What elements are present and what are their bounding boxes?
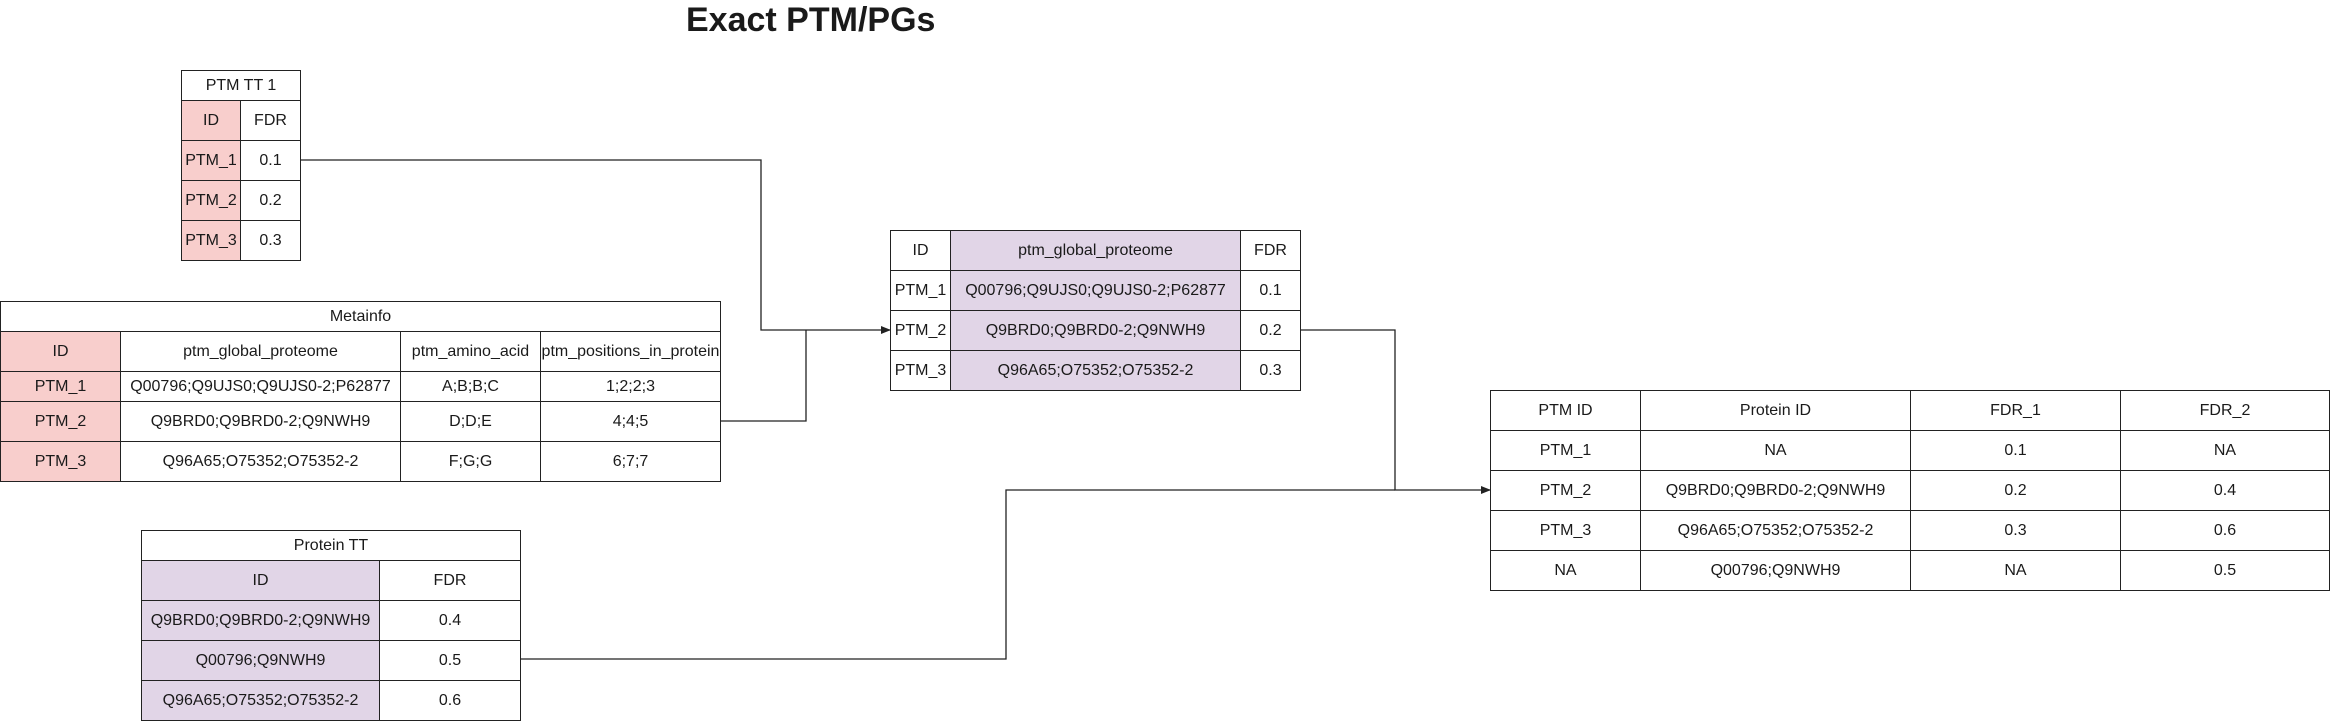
connector-metainfo-to-merged [720,330,807,422]
column-header: PTM ID [1490,390,1641,431]
table-cell: Q96A65;O75352;O75352-2 [1640,510,1911,551]
table-cell: PTM_1 [0,371,121,402]
table-row: PTM_1 Q00796;Q9UJS0;Q9UJS0-2;P62877 A;B;… [0,371,721,402]
table-cell: PTM_3 [0,441,121,482]
table-cell: 0.1 [240,140,301,181]
column-header: FDR [1240,230,1301,271]
table-cell: F;G;G [400,441,541,482]
table-cell: 0.5 [379,640,521,681]
column-header: FDR [379,560,521,601]
table-caption: Protein TT [141,530,521,561]
table-cell: NA [2120,430,2330,471]
result-table: PTM ID Protein ID FDR_1 FDR_2 PTM_1 NA 0… [1490,390,2330,591]
table-cell: 0.3 [1910,510,2121,551]
table-row: PTM_2 Q9BRD0;Q9BRD0-2;Q9NWH9 0.2 0.4 [1490,470,2330,511]
table-cell: 6;7;7 [540,441,721,482]
table-cell: NA [1490,550,1641,591]
table-caption: Metainfo [0,301,721,332]
table-cell: 1;2;2;3 [540,371,721,402]
table-cell: Q96A65;O75352;O75352-2 [950,350,1241,391]
table-cell: PTM_1 [181,140,241,181]
table-cell: 0.3 [240,220,301,261]
protein-tt-table: Protein TT ID FDR Q9BRD0;Q9BRD0-2;Q9NWH9… [141,530,521,721]
metainfo-table: Metainfo ID ptm_global_proteome ptm_amin… [0,301,721,482]
table-row: PTM_2 Q9BRD0;Q9BRD0-2;Q9NWH9 0.2 [890,310,1301,351]
column-header: ptm_global_proteome [950,230,1241,271]
table-cell: Q00796;Q9NWH9 [141,640,380,681]
table-row: PTM_2 0.2 [181,180,301,221]
table-row: PTM_1 0.1 [181,140,301,181]
table-row: PTM_1 NA 0.1 NA [1490,430,2330,471]
table-cell: PTM_2 [0,401,121,442]
table-cell: D;D;E [400,401,541,442]
table-row: PTM_2 Q9BRD0;Q9BRD0-2;Q9NWH9 D;D;E 4;4;5 [0,401,721,442]
table-row: Q00796;Q9NWH9 0.5 [141,640,521,681]
table-row: Q96A65;O75352;O75352-2 0.6 [141,680,521,721]
table-cell: 0.4 [379,600,521,641]
table-cell: PTM_2 [890,310,951,351]
column-header: ptm_global_proteome [120,331,401,372]
table-cell: 0.6 [2120,510,2330,551]
table-caption: PTM TT 1 [181,70,301,101]
table-cell: Q9BRD0;Q9BRD0-2;Q9NWH9 [141,600,380,641]
table-cell: A;B;B;C [400,371,541,402]
column-header: ptm_amino_acid [400,331,541,372]
table-cell: Q96A65;O75352;O75352-2 [141,680,380,721]
connector-merged-to-result [1300,329,1491,494]
table-cell: PTM_2 [1490,470,1641,511]
table-row: NA Q00796;Q9NWH9 NA 0.5 [1490,550,2330,591]
table-cell: Q00796;Q9NWH9 [1640,550,1911,591]
table-cell: 0.4 [2120,470,2330,511]
table-cell: 0.2 [240,180,301,221]
diagram-title: Exact PTM/PGs [686,1,936,39]
table-cell: 4;4;5 [540,401,721,442]
column-header: Protein ID [1640,390,1911,431]
table-cell: PTM_1 [890,270,951,311]
ptm-tt1-table: PTM TT 1 ID FDR PTM_1 0.1 PTM_2 0.2 PTM_… [181,70,301,261]
column-header: ID [0,331,121,372]
table-cell: 0.1 [1910,430,2121,471]
column-header: ptm_positions_in_protein [540,331,721,372]
column-header: ID [141,560,380,601]
table-cell: PTM_3 [890,350,951,391]
table-row: PTM_3 Q96A65;O75352;O75352-2 0.3 0.6 [1490,510,2330,551]
table-cell: 0.6 [379,680,521,721]
table-cell: Q9BRD0;Q9BRD0-2;Q9NWH9 [120,401,401,442]
table-cell: Q00796;Q9UJS0;Q9UJS0-2;P62877 [120,371,401,402]
table-row: Q9BRD0;Q9BRD0-2;Q9NWH9 0.4 [141,600,521,641]
table-cell: NA [1910,550,2121,591]
table-cell: 0.1 [1240,270,1301,311]
table-row: PTM_3 Q96A65;O75352;O75352-2 0.3 [890,350,1301,391]
table-cell: 0.2 [1240,310,1301,351]
connector-protein-tt-to-result [520,489,1395,660]
table-cell: Q96A65;O75352;O75352-2 [120,441,401,482]
table-row: PTM_1 Q00796;Q9UJS0;Q9UJS0-2;P62877 0.1 [890,270,1301,311]
table-cell: PTM_3 [181,220,241,261]
table-cell: 0.5 [2120,550,2330,591]
table-cell: PTM_1 [1490,430,1641,471]
column-header: FDR_1 [1910,390,2121,431]
table-cell: Q9BRD0;Q9BRD0-2;Q9NWH9 [950,310,1241,351]
merged-ptm-table: ID ptm_global_proteome FDR PTM_1 Q00796;… [890,230,1301,391]
column-header: ID [890,230,951,271]
table-cell: 0.2 [1910,470,2121,511]
table-cell: 0.3 [1240,350,1301,391]
table-row: PTM_3 0.3 [181,220,301,261]
table-cell: PTM_3 [1490,510,1641,551]
table-cell: NA [1640,430,1911,471]
table-cell: Q9BRD0;Q9BRD0-2;Q9NWH9 [1640,470,1911,511]
table-cell: PTM_2 [181,180,241,221]
column-header: FDR_2 [2120,390,2330,431]
column-header: ID [181,100,241,141]
table-cell: Q00796;Q9UJS0;Q9UJS0-2;P62877 [950,270,1241,311]
column-header: FDR [240,100,301,141]
table-row: PTM_3 Q96A65;O75352;O75352-2 F;G;G 6;7;7 [0,441,721,482]
